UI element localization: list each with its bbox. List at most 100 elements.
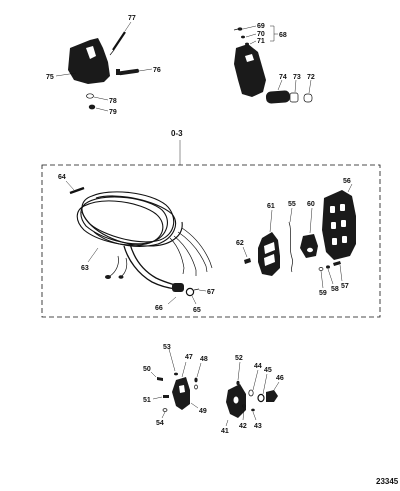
- callout-46: 46: [276, 375, 284, 382]
- leader-51: [152, 396, 163, 400]
- key-switch-assembly: 52 44 45 46 41 42 43: [221, 355, 284, 435]
- callout-78: 78: [109, 98, 117, 105]
- part-46-cap: [266, 390, 278, 402]
- callout-69: 69: [257, 23, 265, 30]
- leader-74: [277, 79, 283, 91]
- callout-49: 49: [199, 408, 207, 415]
- callout-64: 64: [58, 174, 66, 181]
- callout-59: 59: [319, 290, 327, 297]
- callout-53: 53: [163, 344, 171, 351]
- part-42-washer: [242, 404, 246, 408]
- leader-73: [294, 79, 297, 93]
- leader-70: [245, 33, 257, 38]
- part-72-cap: [303, 93, 313, 103]
- part-44-washer: [248, 389, 254, 397]
- callout-75: 75: [46, 74, 54, 81]
- leader-65: [191, 295, 197, 305]
- leader-41: [225, 419, 229, 427]
- callout-70: 70: [257, 31, 265, 38]
- cover-slot-3: [331, 222, 336, 229]
- bracket-slot: [86, 46, 96, 59]
- handle-window: [245, 54, 254, 62]
- leader-64: [65, 180, 75, 191]
- leader-60: [309, 207, 313, 234]
- leader-79: [95, 107, 109, 112]
- leader-77: [124, 21, 132, 32]
- handle-assembly: 69 70 71 68 74 73 72: [233, 23, 315, 104]
- leader-54: [161, 411, 166, 419]
- leader-58: [327, 268, 334, 285]
- leader-62: [242, 246, 248, 258]
- leader-53: [168, 348, 176, 372]
- pin-tip: [109, 49, 115, 56]
- leader-72: [308, 79, 312, 94]
- leader-76: [138, 68, 153, 72]
- leader-55: [289, 207, 293, 223]
- part-76-bolt: [119, 68, 139, 76]
- part-64-clip: [69, 186, 85, 195]
- leader-52: [237, 361, 241, 381]
- part-78-washer: [86, 93, 94, 99]
- callout-72: 72: [307, 74, 315, 81]
- part-52-pin: [236, 380, 240, 386]
- figure-number: 23345: [376, 477, 399, 486]
- bracket-68: [270, 25, 278, 42]
- leader-61: [269, 209, 273, 233]
- leader-48: [196, 362, 202, 378]
- part-48-pin: [194, 377, 198, 383]
- knob-hole: [307, 247, 313, 253]
- callout-44: 44: [254, 363, 262, 370]
- cover-slot-4: [341, 220, 346, 227]
- part-62-screw: [244, 258, 251, 264]
- callout-55: 55: [288, 201, 296, 208]
- part-70-washer: [241, 35, 245, 39]
- part-61-housing: [258, 232, 280, 276]
- screw-shank-69: [233, 28, 239, 31]
- leader-44: [252, 369, 259, 391]
- callout-56: 56: [343, 178, 351, 185]
- group-label: 0-3: [171, 129, 183, 138]
- callout-43: 43: [254, 423, 262, 430]
- part-55-spring: [288, 221, 293, 273]
- leader-66: [167, 296, 177, 305]
- callout-62: 62: [236, 240, 244, 247]
- leader-59: [320, 270, 324, 289]
- leader-43: [252, 411, 257, 421]
- callout-74: 74: [279, 74, 287, 81]
- part-57-screw: [333, 261, 341, 266]
- callout-60: 60: [307, 201, 315, 208]
- callout-66: 66: [155, 305, 163, 312]
- callout-58: 58: [331, 286, 339, 293]
- callout-73: 73: [293, 74, 301, 81]
- part-73-spacer: [289, 92, 299, 103]
- callout-67: 67: [207, 289, 215, 296]
- callout-42: 42: [239, 423, 247, 430]
- part-63-harness: [76, 191, 213, 290]
- part-56-cover: [322, 190, 356, 260]
- callout-76: 76: [153, 67, 161, 74]
- part-50-screw: [157, 377, 163, 381]
- leader-69: [242, 25, 257, 30]
- part-45-nut: [257, 393, 265, 403]
- housing-slot-2: [264, 254, 275, 266]
- leader-75: [55, 72, 77, 77]
- callout-45: 45: [264, 367, 272, 374]
- part-79-nut: [88, 104, 96, 110]
- callout-47: 47: [185, 354, 193, 361]
- callout-48: 48: [200, 356, 208, 363]
- part-74-grip: [265, 90, 291, 104]
- bolt-head: [116, 69, 120, 75]
- leader-78: [93, 96, 109, 101]
- leader-63: [87, 247, 99, 263]
- wiring-harness-assembly: 64 63 66 65 67: [58, 174, 215, 314]
- part-67-clip: [193, 288, 200, 291]
- part-60-knob: [300, 234, 318, 258]
- part-43-nut: [251, 408, 255, 412]
- part-59-washer: [318, 267, 324, 271]
- part-47-body: [172, 377, 190, 410]
- group-boundary: [41, 164, 381, 318]
- callout-71: 71: [257, 38, 265, 45]
- part-53-pin: [174, 372, 178, 376]
- switch-panel-assembly: 62 61 55 60 56 59 58 57: [236, 178, 356, 297]
